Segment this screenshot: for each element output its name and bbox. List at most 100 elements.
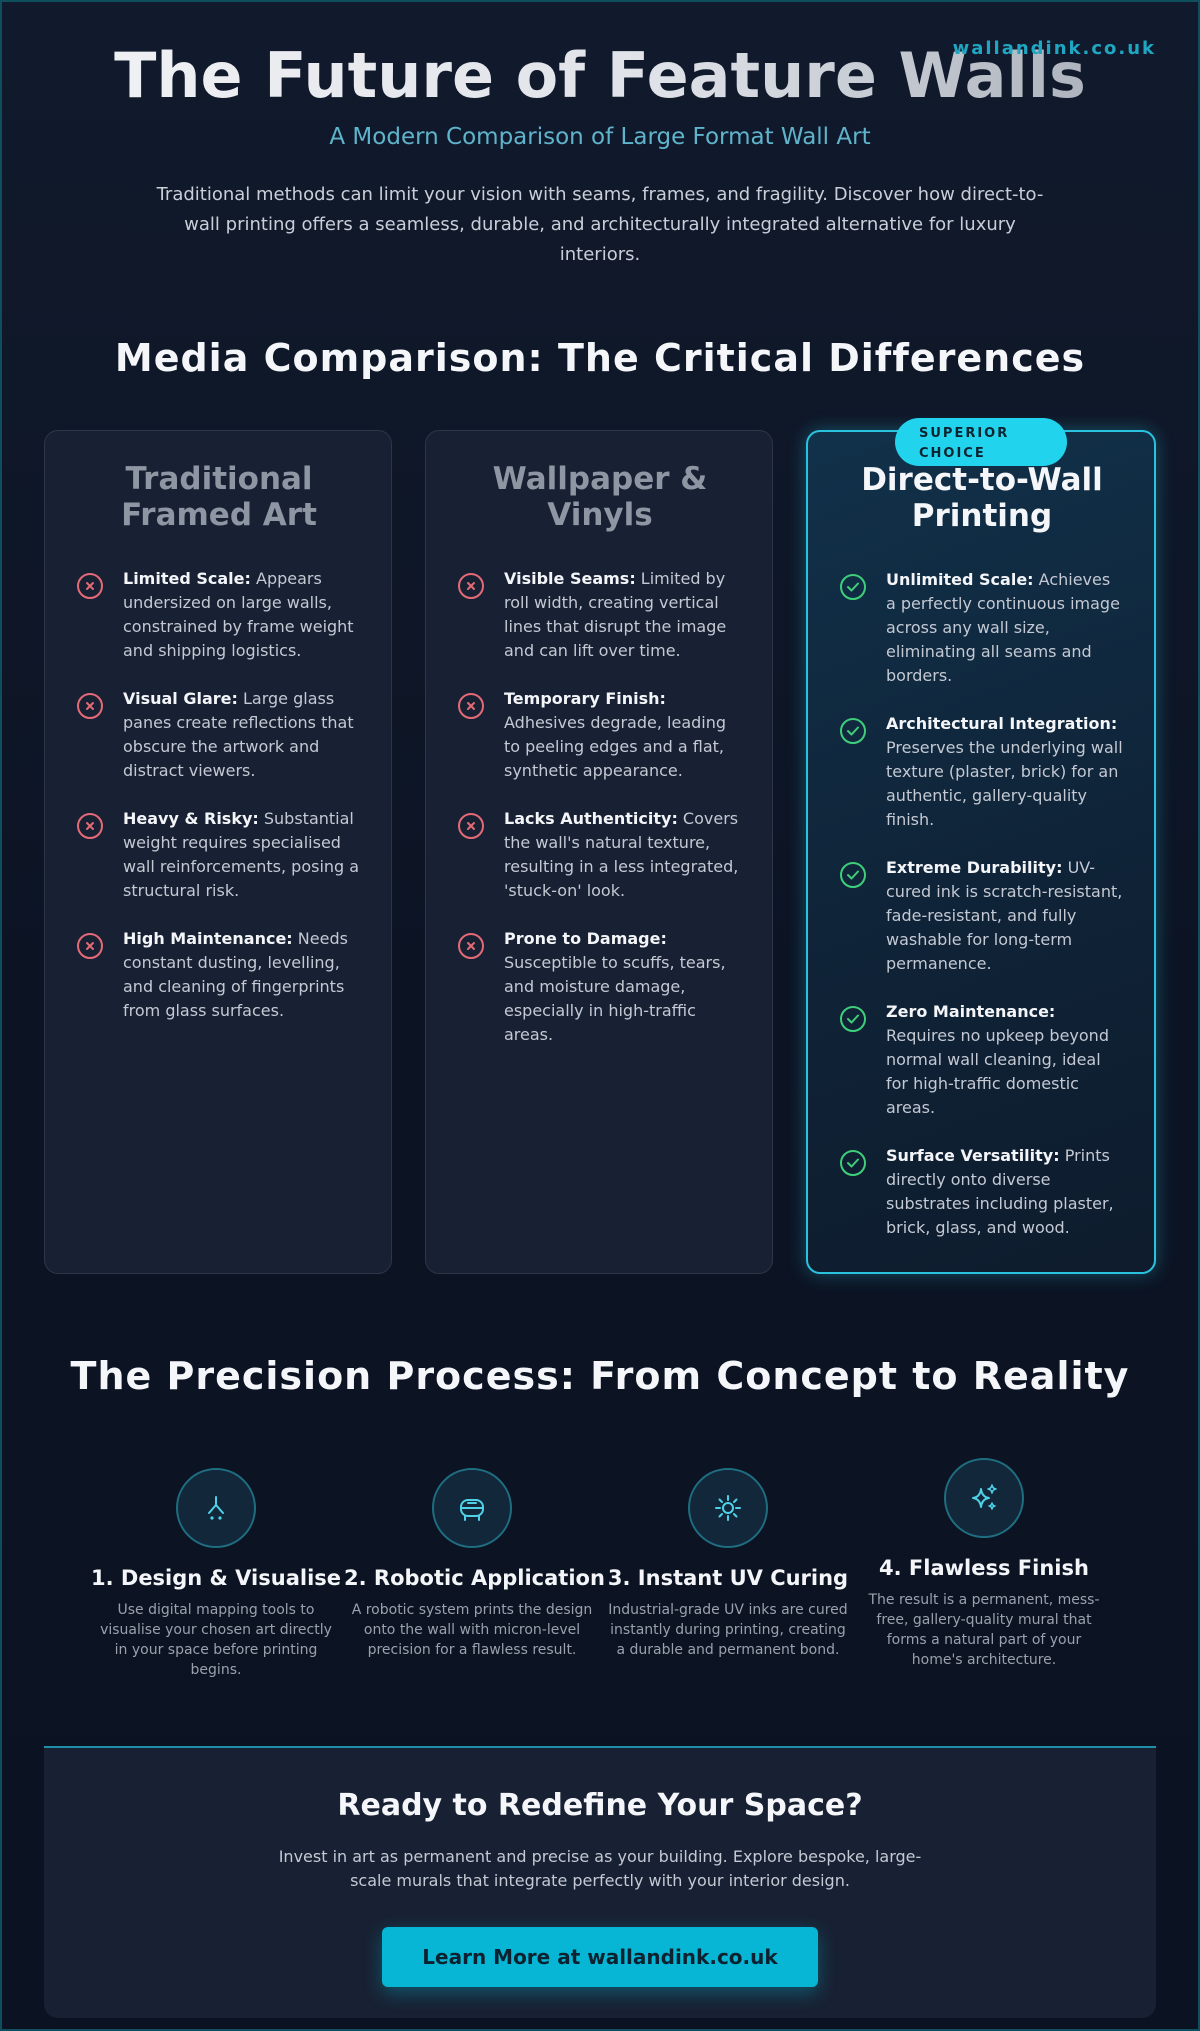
sun-icon (688, 1468, 768, 1548)
superior-choice-badge: SUPERIOR CHOICE (895, 418, 1067, 466)
item-text: Lacks Authenticity: Covers the wall's na… (504, 807, 742, 903)
item-lead: Visual Glare: (123, 689, 238, 708)
item-lead: Architectural Integration: (886, 714, 1118, 733)
list-item: High Maintenance: Needs constant dusting… (77, 927, 361, 1023)
x-circle-icon (77, 573, 103, 599)
check-circle-icon (840, 862, 866, 888)
card-wallpaper-vinyls: Wallpaper & Vinyls Visible Seams: Limite… (425, 430, 773, 1274)
call-to-action: Ready to Redefine Your Space? Invest in … (44, 1746, 1156, 2018)
card-direct-to-wall-printing: SUPERIOR CHOICE Direct-to-Wall Printing … (806, 418, 1156, 1274)
item-body: Limited by roll width, creating vertical… (504, 569, 727, 660)
list-item: Temporary Finish: Adhesives degrade, lea… (458, 687, 742, 783)
item-text: Extreme Durability: UV-cured ink is scra… (886, 856, 1124, 976)
list-item: Unlimited Scale: Achieves a perfectly co… (840, 568, 1124, 688)
item-body: Needs constant dusting, levelling, and c… (123, 929, 348, 1020)
card-items: Visible Seams: Limited by roll width, cr… (458, 567, 742, 1047)
item-body: Requires no upkeep beyond normal wall cl… (886, 1026, 1109, 1117)
step-title: 2. Robotic Application (344, 1566, 605, 1590)
item-body: Substantial weight requires specialised … (123, 809, 360, 900)
check-circle-icon (840, 1150, 866, 1176)
cta-title: Ready to Redefine Your Space? (337, 1788, 863, 1823)
learn-more-button[interactable]: Learn More at wallandink.co.uk (382, 1927, 818, 1987)
step-description: Industrial-grade UV inks are cured insta… (608, 1602, 848, 1658)
item-lead: Limited Scale: (123, 569, 251, 588)
list-item: Visible Seams: Limited by roll width, cr… (458, 567, 742, 663)
page-subtitle: A Modern Comparison of Large Format Wall… (329, 124, 871, 150)
card-title: Wallpaper & Vinyls (492, 461, 708, 533)
item-body: Covers the wall's natural texture, resul… (504, 809, 739, 900)
site-badge[interactable]: wallandink.co.uk (952, 38, 1156, 59)
sparkles-icon (944, 1458, 1024, 1538)
item-lead: Surface Versatility: (886, 1146, 1060, 1165)
item-body: Susceptible to scuffs, tears, and moistu… (504, 953, 726, 1044)
comparison-cards: Traditional Framed Art Limited Scale: Ap… (2, 418, 1198, 1274)
item-lead: Lacks Authenticity: (504, 809, 678, 828)
check-circle-icon (840, 574, 866, 600)
item-lead: Heavy & Risky: (123, 809, 259, 828)
card-title: Traditional Framed Art (121, 461, 317, 533)
comparison-title: Media Comparison: The Critical Differenc… (114, 336, 1086, 380)
item-text: Visual Glare: Large glass panes create r… (123, 687, 361, 783)
step-description: Use digital mapping tools to visualise y… (100, 1602, 332, 1678)
hero: The Future of Feature Walls A Modern Com… (2, 2, 1198, 270)
item-body: Achieves a perfectly continuous image ac… (886, 570, 1120, 685)
list-item: Zero Maintenance: Requires no upkeep bey… (840, 1000, 1124, 1120)
list-item: Heavy & Risky: Substantial weight requir… (77, 807, 361, 903)
process-step: 1. Design & Visualise Use digital mappin… (88, 1468, 344, 1680)
x-circle-icon (458, 693, 484, 719)
x-circle-icon (77, 933, 103, 959)
item-body: Appears undersized on large walls, const… (123, 569, 354, 660)
process-steps: 1. Design & Visualise Use digital mappin… (2, 1458, 1198, 1680)
item-text: Surface Versatility: Prints directly ont… (886, 1144, 1124, 1240)
list-item: Extreme Durability: UV-cured ink is scra… (840, 856, 1124, 976)
x-circle-icon (458, 813, 484, 839)
list-item: Prone to Damage: Susceptible to scuffs, … (458, 927, 742, 1047)
item-body: Adhesives degrade, leading to peeling ed… (504, 713, 727, 780)
item-lead: Extreme Durability: (886, 858, 1063, 877)
list-item: Lacks Authenticity: Covers the wall's na… (458, 807, 742, 903)
list-item: Limited Scale: Appears undersized on lar… (77, 567, 361, 663)
card-traditional-framed-art: Traditional Framed Art Limited Scale: Ap… (44, 430, 392, 1274)
process-title: The Precision Process: From Concept to R… (70, 1354, 1130, 1398)
x-circle-icon (458, 933, 484, 959)
card-items: Unlimited Scale: Achieves a perfectly co… (840, 568, 1124, 1240)
step-description: A robotic system prints the design onto … (351, 1602, 593, 1658)
process-step: 3. Instant UV Curing Industrial-grade UV… (600, 1468, 856, 1680)
item-lead: Prone to Damage: (504, 929, 667, 948)
item-text: Limited Scale: Appears undersized on lar… (123, 567, 361, 663)
item-text: Visible Seams: Limited by roll width, cr… (504, 567, 742, 663)
design-tool-icon (176, 1468, 256, 1548)
process-step: 4. Flawless Finish The result is a perma… (856, 1458, 1112, 1680)
item-body: UV-cured ink is scratch-resistant, fade-… (886, 858, 1123, 973)
item-body: Prints directly onto diverse substrates … (886, 1146, 1114, 1237)
page-title: The Future of Feature Walls (2, 40, 1198, 112)
robot-icon (432, 1468, 512, 1548)
item-text: Architectural Integration: Preserves the… (886, 712, 1124, 832)
card-title: Direct-to-Wall Printing (861, 462, 1103, 534)
item-lead: Unlimited Scale: (886, 570, 1034, 589)
item-text: Prone to Damage: Susceptible to scuffs, … (504, 927, 742, 1047)
item-lead: Visible Seams: (504, 569, 636, 588)
check-circle-icon (840, 1006, 866, 1032)
intro-paragraph: Traditional methods can limit your visio… (156, 184, 1044, 265)
step-title: 3. Instant UV Curing (607, 1566, 849, 1590)
item-text: Unlimited Scale: Achieves a perfectly co… (886, 568, 1124, 688)
list-item: Visual Glare: Large glass panes create r… (77, 687, 361, 783)
item-lead: High Maintenance: (123, 929, 293, 948)
item-lead: Temporary Finish: (504, 689, 666, 708)
process-step: 2. Robotic Application A robotic system … (344, 1468, 605, 1680)
check-circle-icon (840, 718, 866, 744)
x-circle-icon (77, 813, 103, 839)
step-title: 1. Design & Visualise (90, 1566, 342, 1590)
item-text: Zero Maintenance: Requires no upkeep bey… (886, 1000, 1124, 1120)
step-description: The result is a permanent, mess-free, ga… (868, 1592, 1100, 1668)
item-body: Preserves the underlying wall texture (p… (886, 738, 1123, 829)
step-title: 4. Flawless Finish (879, 1556, 1089, 1580)
item-text: Temporary Finish: Adhesives degrade, lea… (504, 687, 742, 783)
list-item: Architectural Integration: Preserves the… (840, 712, 1124, 832)
x-circle-icon (458, 573, 484, 599)
item-body: Large glass panes create reflections tha… (123, 689, 354, 780)
item-text: High Maintenance: Needs constant dusting… (123, 927, 361, 1023)
list-item: Surface Versatility: Prints directly ont… (840, 1144, 1124, 1240)
